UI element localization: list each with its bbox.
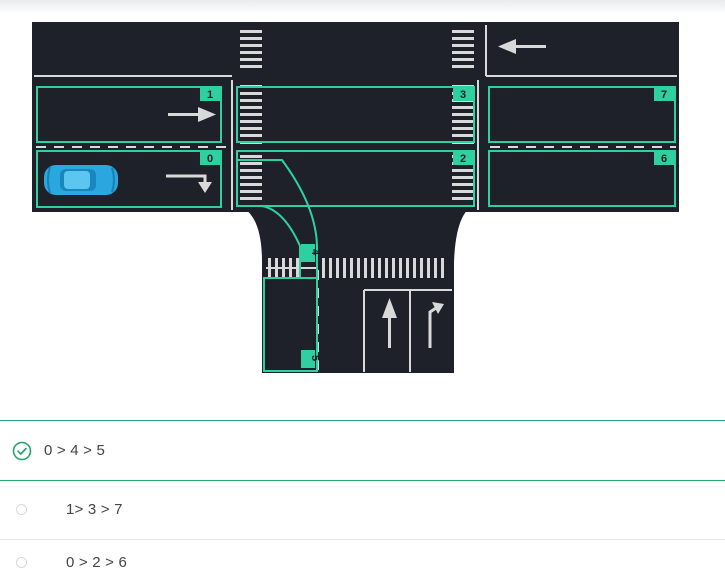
lane-dashes xyxy=(36,146,676,372)
radio-icon[interactable] xyxy=(16,556,27,568)
road-surface xyxy=(32,22,679,373)
lane-number-4: 4 xyxy=(309,249,321,256)
answer-option-label: 1> 3 > 7 xyxy=(66,501,123,518)
lane-box-3 xyxy=(236,86,475,143)
car-icon xyxy=(44,165,118,195)
crosswalk-bottom xyxy=(266,258,444,278)
lane-box-6 xyxy=(488,150,676,207)
lane-box-7 xyxy=(488,86,676,143)
lane-outlines xyxy=(36,86,676,372)
arrow-right-turn-lane0-icon xyxy=(166,174,212,193)
arrow-westbound-icon xyxy=(498,39,546,54)
answer-option-2[interactable]: 1> 3 > 7 xyxy=(0,480,725,540)
lane-box-5 xyxy=(263,277,318,372)
radio-icon[interactable] xyxy=(16,503,27,515)
arrow-right-turn-north-icon xyxy=(428,302,444,348)
answer-option-1[interactable]: 0 > 4 > 5 xyxy=(0,420,725,481)
lane-box-1 xyxy=(36,86,222,143)
answer-option-label: 0 > 2 > 6 xyxy=(66,554,128,571)
lane-box-4 xyxy=(237,159,318,279)
intersection-diagram: 1 0 3 2 7 6 4 5 xyxy=(32,22,679,373)
road-edge-lines xyxy=(34,25,677,372)
lane-number-3: 3 xyxy=(460,89,466,101)
arrow-straight-north-icon xyxy=(382,298,397,348)
lane-number-5: 5 xyxy=(309,355,321,361)
top-shadow-bar xyxy=(0,0,725,14)
lane-number-0: 0 xyxy=(207,153,213,165)
lane-number-6: 6 xyxy=(661,153,667,165)
lane-box-2 xyxy=(236,150,475,207)
lane-number-7: 7 xyxy=(661,89,667,101)
lane-number-1: 1 xyxy=(207,89,213,101)
answer-option-3[interactable]: 0 > 2 > 6 xyxy=(0,540,725,585)
lane-number-tags: 1 0 3 2 7 6 4 5 xyxy=(200,87,674,368)
answer-option-label: 0 > 4 > 5 xyxy=(44,442,106,459)
check-circle-icon xyxy=(12,441,32,460)
arrow-straight-lane1-icon xyxy=(168,107,216,122)
lane-box-0 xyxy=(36,150,222,208)
lane-number-2: 2 xyxy=(460,153,466,165)
